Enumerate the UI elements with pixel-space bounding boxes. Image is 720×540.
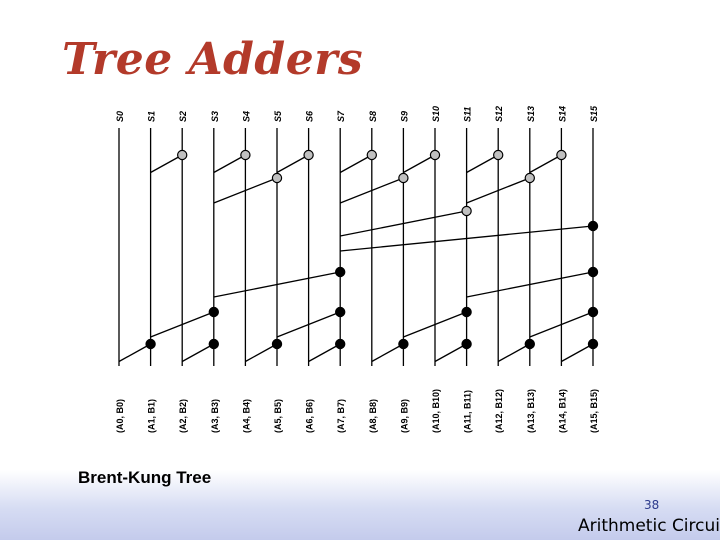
sum-label: S2 (178, 111, 188, 122)
black-cell-link (150, 311, 215, 338)
input-label: (A2, B2) (178, 399, 188, 433)
sum-label: S7 (336, 110, 346, 122)
black-prefix-cell (334, 338, 346, 350)
gray-cell-link (150, 154, 183, 174)
input-label: (A4, B4) (241, 399, 251, 433)
gray-cell-link (213, 154, 246, 174)
black-cell-link (561, 343, 594, 363)
gray-prefix-cell (429, 149, 441, 161)
gray-prefix-cell (556, 149, 567, 161)
black-prefix-cell (461, 338, 472, 350)
gray-cell-link (529, 154, 562, 174)
black-prefix-cell (461, 306, 472, 318)
black-cell-link (403, 311, 467, 338)
gray-cell-link (339, 177, 404, 204)
input-label: (A5, B5) (273, 399, 283, 433)
black-cell-link (497, 343, 531, 363)
wires-layer (118, 128, 594, 366)
gray-cell-link (466, 154, 499, 174)
input-label: (A10, B10) (431, 389, 441, 433)
sum-label: S11 (463, 107, 473, 122)
sum-label: S5 (273, 110, 283, 122)
input-label: (A1, B1) (147, 399, 157, 433)
page-number: 38 (644, 498, 660, 512)
black-prefix-cell (271, 338, 283, 350)
gray-cell-link (466, 177, 531, 204)
black-cell-link (434, 343, 467, 363)
black-cell-link (213, 271, 341, 298)
brent-kung-tree-diagram: S0 S1 S2 S3 S4 S5 S6 S7 S8 S9 S10 S11 S12 S13 S14 S15 (… (115, 105, 599, 433)
gray-prefix-cell (493, 149, 504, 161)
sum-label: S14 (557, 106, 567, 122)
sum-label: S4 (241, 111, 251, 122)
gray-prefix-cell (398, 172, 409, 184)
gray-cell-link (213, 177, 278, 204)
gray-prefix-cell (461, 205, 472, 217)
input-label: (A13, B13) (526, 389, 536, 433)
gray-prefix-cell (303, 149, 314, 161)
input-label: (A8, B8) (368, 399, 378, 433)
sum-label: S15 (589, 105, 599, 122)
input-label: (A7, B7) (336, 399, 346, 433)
sum-label: S0 (115, 111, 125, 122)
black-prefix-cell (587, 338, 599, 350)
black-cell-link (529, 311, 594, 338)
gray-cell-link (340, 210, 467, 237)
black-prefix-cell (398, 338, 409, 350)
black-cell-link (340, 225, 594, 252)
black-cell-link (276, 311, 341, 338)
sum-label: S1 (147, 111, 157, 122)
input-label: (A3, B3) (210, 399, 220, 433)
gray-prefix-cell (240, 149, 251, 161)
input-label: (A14, B14) (557, 389, 567, 433)
gray-cell-link (403, 154, 436, 174)
sum-label: S8 (368, 111, 378, 122)
black-cell-link (181, 343, 215, 363)
black-cell-link (118, 343, 151, 363)
slide-title: Tree Adders (62, 34, 364, 85)
black-prefix-cell (334, 306, 346, 318)
sum-label: S10 (431, 106, 441, 122)
sum-label: S13 (526, 106, 536, 122)
black-cell-link (245, 343, 278, 363)
input-labels-layer: (A0, B0) (A1, B1) (A2, B2) (A3, B3) (A4, B4)… (115, 389, 599, 433)
sum-label: S12 (494, 106, 504, 122)
black-cell-link (371, 343, 404, 363)
black-prefix-cell (524, 338, 535, 350)
input-label: (A0, B0) (115, 399, 125, 433)
black-prefix-cell (208, 338, 220, 350)
input-label: (A9, B9) (399, 399, 409, 433)
gray-cell-link (339, 154, 373, 174)
black-cell-link (308, 343, 341, 363)
input-label: (A6, B6) (305, 399, 315, 433)
sum-labels-layer: S0 S1 S2 S3 S4 S5 S6 S7 S8 S9 S10 S11 S12 S13 S14 S15 (115, 105, 599, 122)
input-label: (A11, B11) (463, 390, 473, 433)
gray-prefix-cell (271, 172, 283, 184)
input-label: (A12, B12) (494, 389, 504, 433)
gray-cell-link (276, 154, 309, 174)
gray-prefix-cell (366, 149, 377, 161)
black-prefix-cell (587, 306, 599, 318)
cells-layer (145, 149, 599, 350)
black-prefix-cell (587, 266, 599, 278)
diagram-caption: Brent-Kung Tree (78, 468, 212, 487)
black-prefix-cell (208, 306, 220, 318)
sum-label: S3 (210, 111, 220, 122)
gray-prefix-cell (176, 149, 188, 161)
black-prefix-cell (145, 338, 156, 350)
input-label: (A15, B15) (589, 389, 599, 433)
black-prefix-cell (334, 266, 346, 278)
gray-prefix-cell (524, 172, 535, 184)
footer-title: Arithmetic Circuits (578, 516, 720, 536)
sum-label: S6 (305, 110, 315, 122)
sum-label: S9 (399, 111, 409, 122)
black-cell-link (466, 271, 594, 298)
black-prefix-cell (587, 220, 599, 232)
